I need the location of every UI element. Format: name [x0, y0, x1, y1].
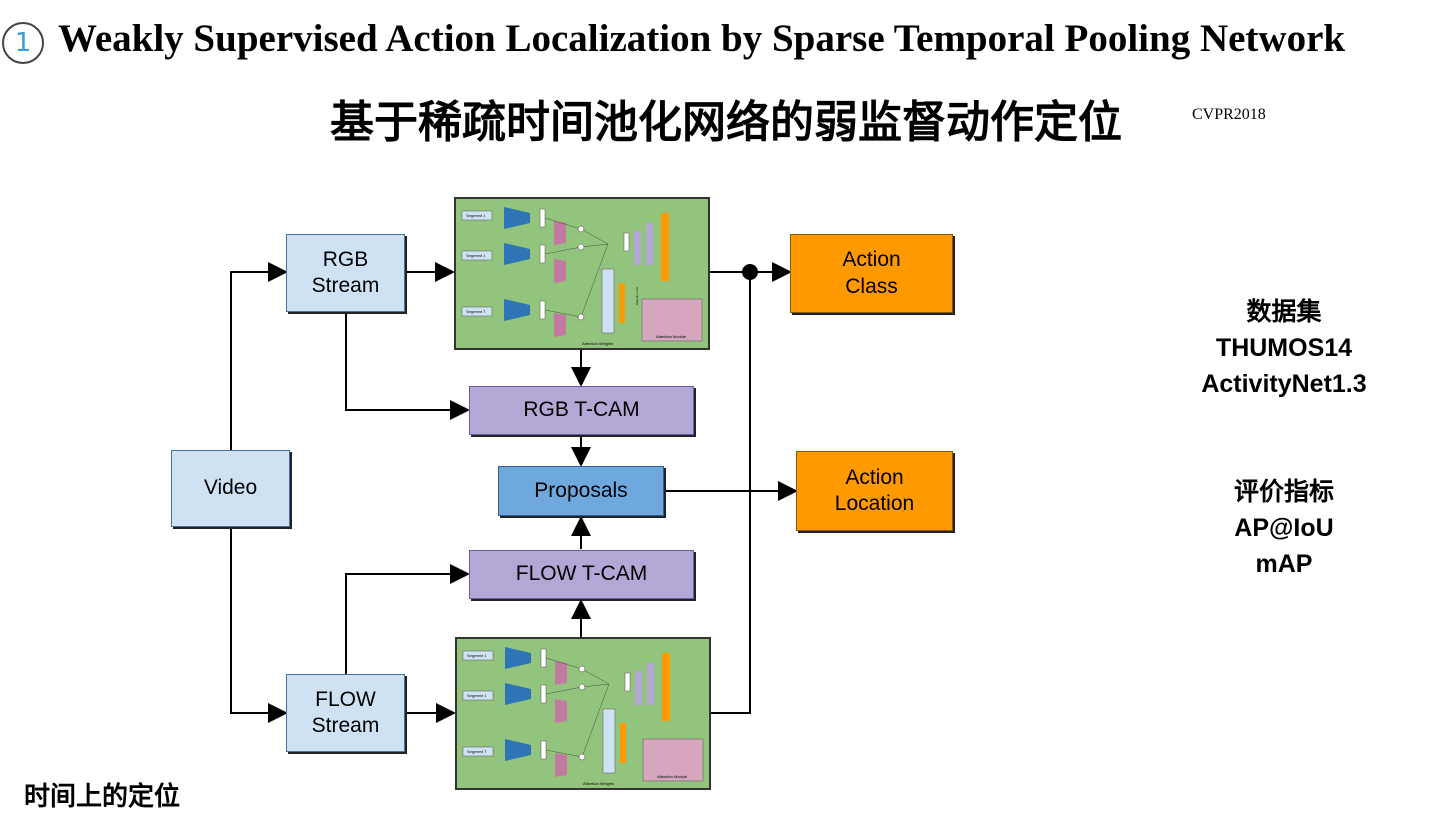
- flow-stream-label-2: Stream: [311, 714, 380, 737]
- datasets-title: 数据集: [1246, 298, 1322, 326]
- arrow-video-rgb: [230, 262, 288, 450]
- metric-item: mAP: [1255, 550, 1313, 578]
- junction-dot: [742, 264, 758, 280]
- flow-attn-module-label: Attention Module: [657, 774, 688, 779]
- rgb-seg1-label: Segment 1: [466, 213, 486, 218]
- video-label: Video: [203, 476, 258, 500]
- rgb-attn-weights-label: Attention Weights: [582, 341, 613, 346]
- metrics-block: 评价指标 AP@IoU mAP: [1164, 474, 1404, 582]
- flow-attn-weights-label: Attention Weights: [583, 781, 614, 786]
- rgb-network-diagram: Segment 1 Segment 1 Segment T Sparsity L…: [461, 207, 703, 346]
- flow-tcam-box: FLOW T-CAM: [469, 550, 694, 599]
- metrics-title: 评价指标: [1233, 478, 1334, 506]
- arrow-video-flow: [230, 527, 288, 723]
- flow-seg2-label: Segment 1: [467, 693, 487, 698]
- rgb-stream-label-2: Stream: [311, 274, 380, 297]
- datasets-block: 数据集 THUMOS14 ActivityNet1.3: [1164, 294, 1404, 402]
- action-class-label-2: Class: [845, 274, 898, 298]
- flow-stream-label-1: FLOW: [315, 687, 376, 711]
- dataset-item: ActivityNet1.3: [1201, 370, 1367, 398]
- proposals-box: Proposals: [498, 466, 664, 516]
- line-flownet-junction: [710, 272, 751, 714]
- arrow-rgb-tcam: [345, 312, 470, 420]
- flow-network-diagram: Segment 1 Segment 1 Segment T Attention …: [462, 647, 704, 786]
- action-location-label-1: Action: [845, 465, 904, 489]
- video-box: Video: [171, 450, 290, 527]
- venue-label: CVPR2018: [1192, 106, 1266, 123]
- dataset-item: THUMOS14: [1215, 334, 1353, 362]
- rgb-tcam-box: RGB T-CAM: [469, 386, 694, 435]
- rgb-segt-label: Segment T: [466, 309, 486, 314]
- rgb-sparsity-label: Sparsity Loss: [635, 286, 639, 305]
- rgb-stream-box: RGB Stream: [286, 234, 405, 312]
- rgb-network-figure: Segment 1 Segment 1 Segment T Sparsity L…: [454, 197, 710, 350]
- slide-title: Weakly Supervised Action Localization by…: [58, 17, 1346, 60]
- action-class-label-1: Action: [842, 248, 901, 272]
- metric-item: AP@IoU: [1234, 514, 1334, 542]
- rgb-seg2-label: Segment 1: [466, 253, 486, 258]
- footer-note: 时间上的定位: [24, 782, 181, 812]
- action-class-box: Action Class: [790, 234, 953, 313]
- flow-stream-box: FLOW Stream: [286, 674, 405, 752]
- flow-seg1-label: Segment 1: [467, 653, 487, 658]
- arrow-flow-tcam: [345, 564, 470, 674]
- flow-network-figure: Segment 1 Segment 1 Segment T Attention …: [455, 637, 711, 790]
- rgb-attn-module-label: Attention Module: [656, 334, 687, 339]
- flow-tcam-label: FLOW T-CAM: [515, 562, 648, 586]
- section-number-badge: 1: [2, 22, 44, 64]
- proposals-label: Proposals: [534, 478, 628, 502]
- slide-subtitle: 基于稀疏时间池化网络的弱监督动作定位: [330, 97, 1122, 148]
- flow-segt-label: Segment T: [467, 749, 487, 754]
- rgb-stream-label-1: RGB: [322, 247, 369, 271]
- action-location-box: Action Location: [796, 451, 953, 531]
- action-location-label-2: Location: [834, 492, 915, 515]
- rgb-tcam-label: RGB T-CAM: [523, 398, 640, 422]
